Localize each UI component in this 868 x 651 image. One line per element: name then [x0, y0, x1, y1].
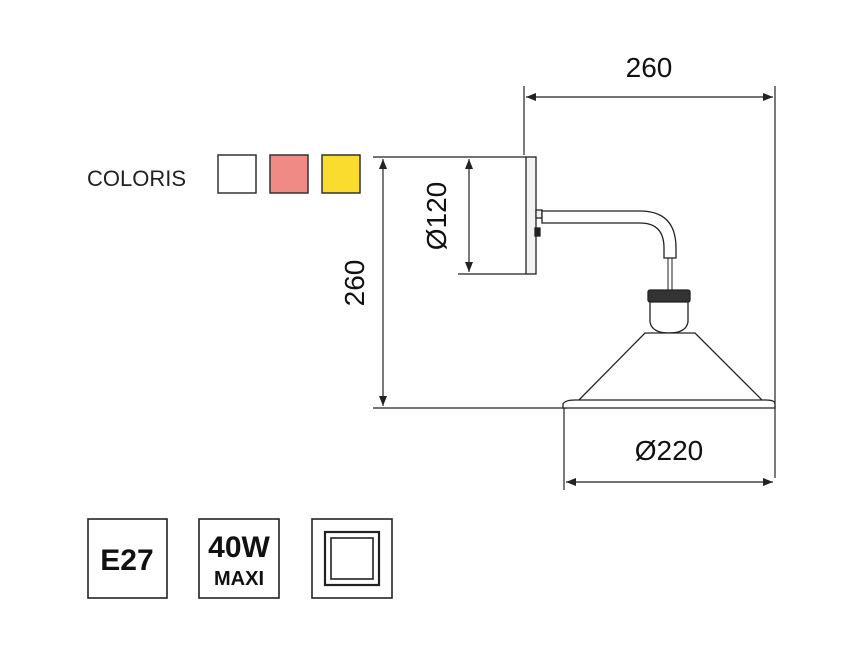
- swatch-white: [217, 154, 257, 194]
- class-ii-badge: [311, 518, 393, 599]
- lamp-shade: [573, 332, 768, 405]
- double-insulation-icon: [323, 530, 381, 587]
- socket-badge: E27: [87, 518, 168, 599]
- base-diameter-dimension: Ø120: [421, 156, 526, 275]
- wall-lamp-drawing: [525, 156, 776, 409]
- lamp-arm: [541, 210, 677, 259]
- shade-diameter-value: Ø220: [635, 435, 704, 466]
- swatch-yellow: [321, 154, 361, 194]
- socket-badge-text: E27: [100, 544, 153, 577]
- power-badge-note: MAXI: [214, 568, 264, 590]
- swatch-pink: [269, 154, 309, 194]
- shade-diameter-dimension: Ø220: [563, 408, 773, 490]
- height-dimension: 260: [339, 156, 567, 409]
- power-badge: 40W MAXI: [198, 518, 280, 599]
- width-value: 260: [626, 52, 673, 83]
- height-value: 260: [339, 260, 370, 307]
- width-dimension: 260: [523, 52, 776, 478]
- socket-holder: [647, 289, 691, 303]
- base-diameter-value: Ø120: [421, 182, 452, 251]
- power-badge-value: 40W: [208, 531, 270, 564]
- colors-label: COLORIS: [87, 166, 186, 191]
- switch-knob: [534, 227, 541, 237]
- wall-plate: [525, 156, 537, 275]
